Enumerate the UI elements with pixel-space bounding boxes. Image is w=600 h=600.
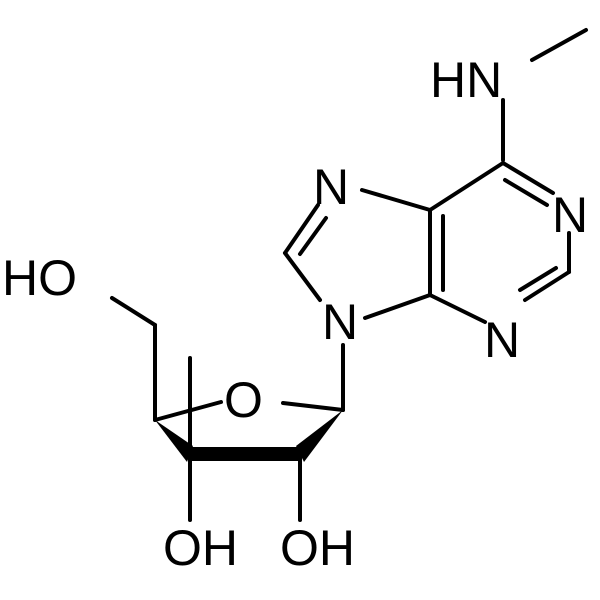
bond-c2-n3 bbox=[523, 270, 571, 302]
hydroxymethyl-label: HO bbox=[2, 250, 77, 306]
bond-c1prime-o bbox=[281, 401, 345, 412]
wedge-c1prime-c2prime bbox=[296, 410, 343, 462]
n3-label: N bbox=[484, 312, 520, 368]
bond-n9-c4 bbox=[363, 293, 432, 320]
bond-n7-c8-inner bbox=[298, 216, 328, 256]
bond-c6-n1 bbox=[501, 161, 555, 195]
bond-c6-n1-inner bbox=[503, 178, 549, 207]
n9-label: N bbox=[322, 294, 358, 350]
wedge-c4prime-c3prime bbox=[155, 420, 193, 462]
bond-c2-n3-inner bbox=[518, 266, 558, 292]
hydroxyl-3-label: OH bbox=[163, 520, 238, 576]
bond-c8-n9 bbox=[283, 251, 322, 302]
bond-methyl-nh bbox=[530, 28, 588, 62]
ring-oxygen-label: O bbox=[224, 372, 263, 428]
bond-n7-c8 bbox=[283, 203, 320, 255]
n7-label: N bbox=[313, 159, 349, 215]
amine-label: HN bbox=[430, 52, 502, 108]
bond-n3-c4 bbox=[428, 293, 487, 324]
n1-label: N bbox=[552, 187, 588, 243]
bond-ch2-oh bbox=[110, 296, 157, 327]
bond-c5-c6 bbox=[428, 161, 505, 212]
bond-c5-n7 bbox=[360, 188, 432, 212]
hydroxyl-2-label: OH bbox=[280, 520, 355, 576]
